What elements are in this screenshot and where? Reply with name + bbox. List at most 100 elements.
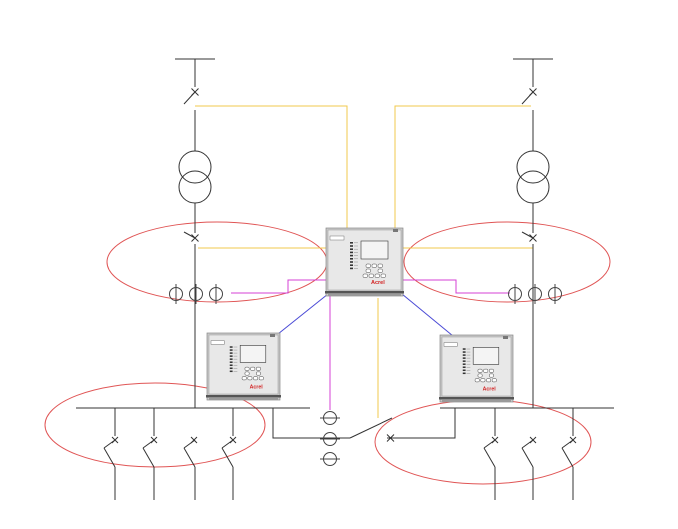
relay-key-button — [365, 263, 371, 268]
wire-right-incomer — [394, 105, 531, 228]
relay-faceplate — [208, 334, 279, 395]
relay-key-button — [247, 376, 253, 381]
relay-base-rail — [325, 291, 404, 294]
circuit-breaker-icon — [521, 231, 537, 408]
relay-main: Acrel — [325, 227, 404, 297]
current-transformer-icon — [508, 284, 562, 304]
relay-key-button — [258, 376, 264, 381]
feeder-1 — [103, 408, 119, 500]
relay-key-button — [374, 273, 380, 278]
relay-led-icon — [462, 366, 466, 368]
relay-key-button — [380, 273, 386, 278]
circuit-breaker-icon — [183, 231, 199, 408]
relay-lcd-screen — [360, 240, 389, 260]
transformer-icon — [178, 150, 212, 204]
relay-key-button — [244, 366, 250, 371]
transformer-icon — [516, 150, 550, 204]
relay-key-button — [480, 378, 486, 383]
relay-led-icon — [350, 258, 353, 260]
current-transformer-icon — [320, 411, 340, 466]
relay-faceplate — [441, 336, 512, 397]
relay-key-button — [377, 268, 383, 273]
disconnect-switch-icon — [521, 88, 537, 151]
comm-left — [277, 293, 329, 335]
relay-key-button — [477, 373, 483, 378]
relay-led-icon — [350, 267, 353, 270]
signal-wiring — [195, 105, 533, 418]
relay-base-rail — [439, 397, 514, 400]
relay-model-tag — [210, 340, 225, 345]
zone-left-feeders — [44, 382, 266, 468]
relay-model-tag — [443, 342, 458, 347]
relay-led-icon — [229, 349, 233, 351]
circuit-breaker-icon — [386, 434, 395, 442]
relay-key-button — [365, 268, 371, 273]
relay-led-icon — [350, 264, 353, 266]
relay-key-button — [371, 263, 377, 268]
relay-key-button — [250, 366, 256, 371]
relay-latch — [503, 336, 508, 339]
relay-key-button — [253, 376, 258, 381]
relay-key-button — [486, 378, 491, 383]
relay-led-icon — [229, 346, 233, 348]
relay-led-icon — [229, 370, 233, 373]
relay-led-icon — [462, 351, 466, 353]
relay-left: Acrel — [206, 332, 281, 401]
relay-led-icon — [350, 251, 353, 254]
feeder-6 — [521, 436, 537, 500]
relay-led-icon — [462, 369, 466, 372]
relay-base-rail — [442, 400, 511, 402]
left-feeders — [103, 408, 237, 500]
wire-left-incomer — [195, 105, 348, 228]
relay-key-button — [362, 273, 368, 278]
feeder-2 — [142, 408, 158, 500]
relay-led-icon — [350, 254, 353, 257]
relay-led-icon — [350, 248, 353, 250]
wire-right-ct — [403, 279, 510, 294]
right-feeders — [483, 408, 577, 500]
comm-right — [401, 293, 454, 337]
feeder-4 — [221, 408, 237, 500]
relay-base-rail — [209, 398, 278, 400]
relay-led-icon — [462, 357, 466, 359]
feeder-3 — [183, 436, 198, 500]
relay-led-icon — [229, 367, 233, 370]
feeder-7 — [561, 408, 577, 500]
relay-model-tag — [329, 235, 345, 241]
relay-key-button — [483, 368, 489, 373]
relay-key-button — [477, 368, 483, 373]
relay-key-button — [489, 373, 494, 378]
relay-key-button — [241, 376, 247, 381]
relay-brand-logo: Acrel — [483, 387, 497, 393]
relay-latch — [270, 334, 275, 337]
right-incomer — [508, 58, 562, 408]
wire-left-ct — [231, 279, 326, 294]
relay-brand-logo: Acrel — [250, 385, 264, 391]
relay-key-button — [256, 371, 261, 376]
relay-led-icon — [229, 364, 233, 366]
relay-lcd-screen — [472, 347, 500, 365]
disconnect-switch-icon — [183, 88, 199, 151]
protection-zones — [44, 221, 611, 485]
relay-right: Acrel — [439, 334, 514, 403]
zone-left-incomer — [106, 221, 328, 303]
relay-key-button — [377, 263, 383, 268]
relay-brand-logo: Acrel — [371, 280, 385, 286]
relay-led-icon — [462, 372, 466, 375]
relay-led-icon — [462, 360, 466, 362]
relay-led-icon — [350, 242, 353, 244]
relay-led-icon — [462, 363, 466, 365]
relay-key-button — [474, 378, 480, 383]
zone-right-feeders — [374, 399, 592, 485]
zone-right-incomer — [403, 221, 611, 303]
relay-lcd-screen — [239, 345, 267, 363]
relay-led-icon — [462, 348, 466, 350]
relay-led-icon — [229, 352, 233, 354]
relay-latch — [393, 229, 398, 232]
relay-key-button — [244, 371, 250, 376]
relay-key-button — [489, 368, 494, 373]
relay-base-rail — [206, 395, 281, 398]
relay-led-icon — [350, 245, 353, 247]
